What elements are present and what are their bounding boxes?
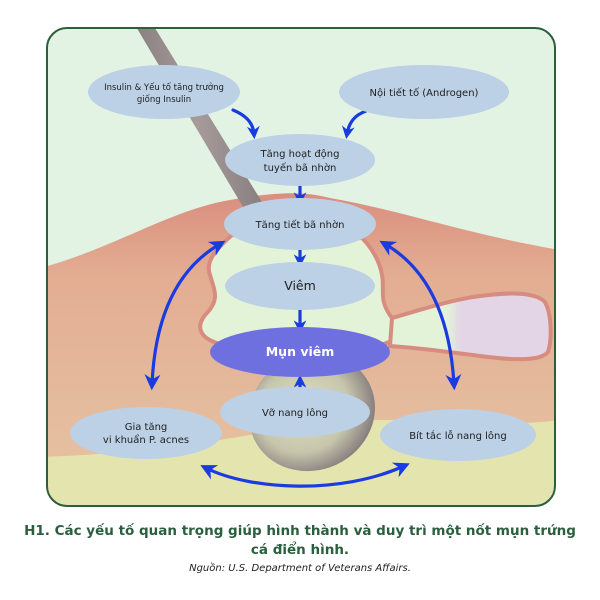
node-bacteria-line2: vi khuẩn P. acnes [103, 433, 189, 446]
node-clogged-pore-line1: Bít tắc lỗ nang lông [409, 429, 506, 442]
node-gland-activity-line1: Tăng hoạt động [260, 148, 340, 160]
node-insulin-line1: Insulin & Yếu tố tăng trưởng [104, 82, 224, 93]
node-androgen: Nội tiết tố (Androgen) [339, 65, 509, 119]
arrow-insulin-to-gland-activity [231, 108, 260, 140]
node-bacteria-line1: Gia tăng [125, 422, 168, 433]
node-inflamed-acne: Mụn viêm [210, 327, 390, 377]
node-inflammation-line1: Viêm [284, 278, 316, 293]
arrow-sebum-clogged [379, 240, 462, 391]
node-inflamed-acne-line1: Mụn viêm [266, 344, 335, 359]
figure-caption-source: Nguồn: U.S. Department of Veterans Affai… [189, 563, 411, 574]
node-follicle-rupture: Vỡ nang lông [220, 387, 370, 437]
node-clogged-pore: Bít tắc lỗ nang lông [380, 409, 536, 461]
arrow-androgen-to-gland-activity [341, 109, 368, 140]
node-androgen-line1: Nội tiết tố (Androgen) [370, 87, 479, 99]
node-gland-activity: Tăng hoạt động tuyến bã nhờn [225, 134, 375, 186]
node-sebum-line1: Tăng tiết bã nhờn [255, 219, 345, 231]
figure-caption-title: H1. Các yếu tố quan trọng giúp hình thàn… [24, 523, 576, 558]
node-gland-activity-line2: tuyến bã nhờn [264, 162, 337, 174]
arrows [144, 108, 462, 488]
panel-border [46, 27, 556, 507]
node-inflammation: Viêm [225, 262, 375, 310]
arrow-sebum-bacteria [144, 240, 226, 391]
arrow-bacteria-clogged [200, 462, 410, 488]
node-follicle-rupture-line1: Vỡ nang lông [262, 407, 328, 419]
node-bacteria: Gia tăng vi khuẩn P. acnes [70, 407, 222, 459]
node-insulin-line2: giống Insulin [137, 94, 191, 105]
node-insulin: Insulin & Yếu tố tăng trưởng giống Insul… [88, 65, 240, 119]
node-sebum: Tăng tiết bã nhờn [224, 198, 376, 250]
